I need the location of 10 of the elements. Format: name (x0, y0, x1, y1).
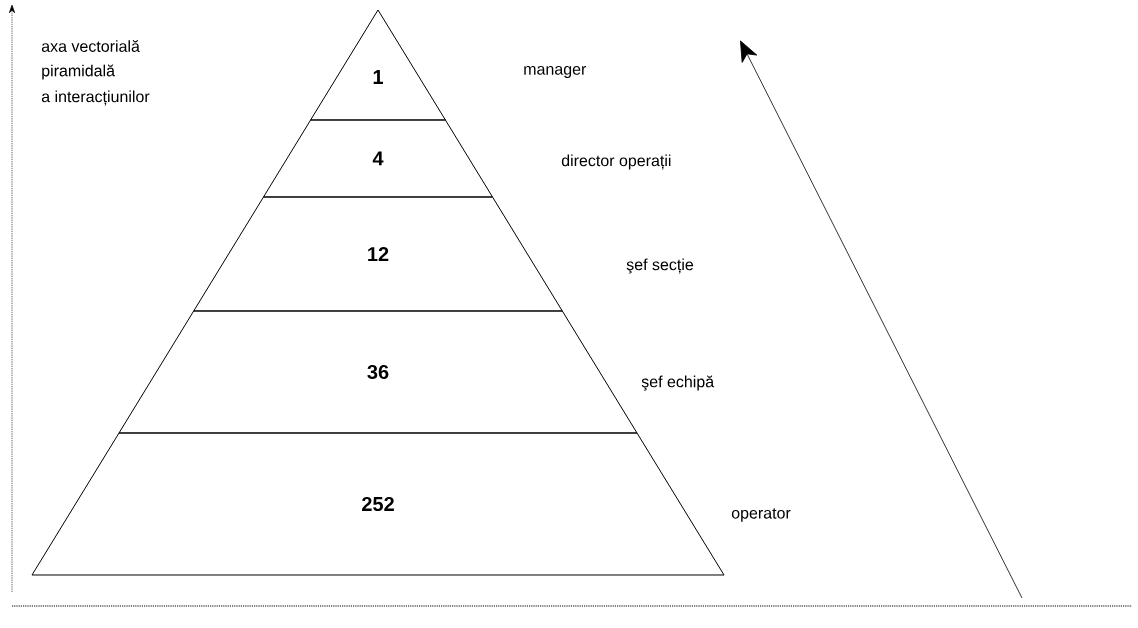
pyramid-band: 4 (263, 119, 493, 198)
pyramid-band: 36 (118, 310, 638, 434)
level-label: manager (524, 66, 587, 78)
pyramid-band: 1 (310, 9, 446, 121)
axis-caption: piramidală (42, 64, 115, 80)
level-label: şef secție (626, 258, 694, 274)
axis-caption: axa vectorială (41, 40, 140, 52)
pyramid-band: 12 (193, 196, 563, 312)
axis-caption: a interacțiunilor (41, 90, 150, 106)
pyramid-band: 252 (31, 432, 725, 576)
